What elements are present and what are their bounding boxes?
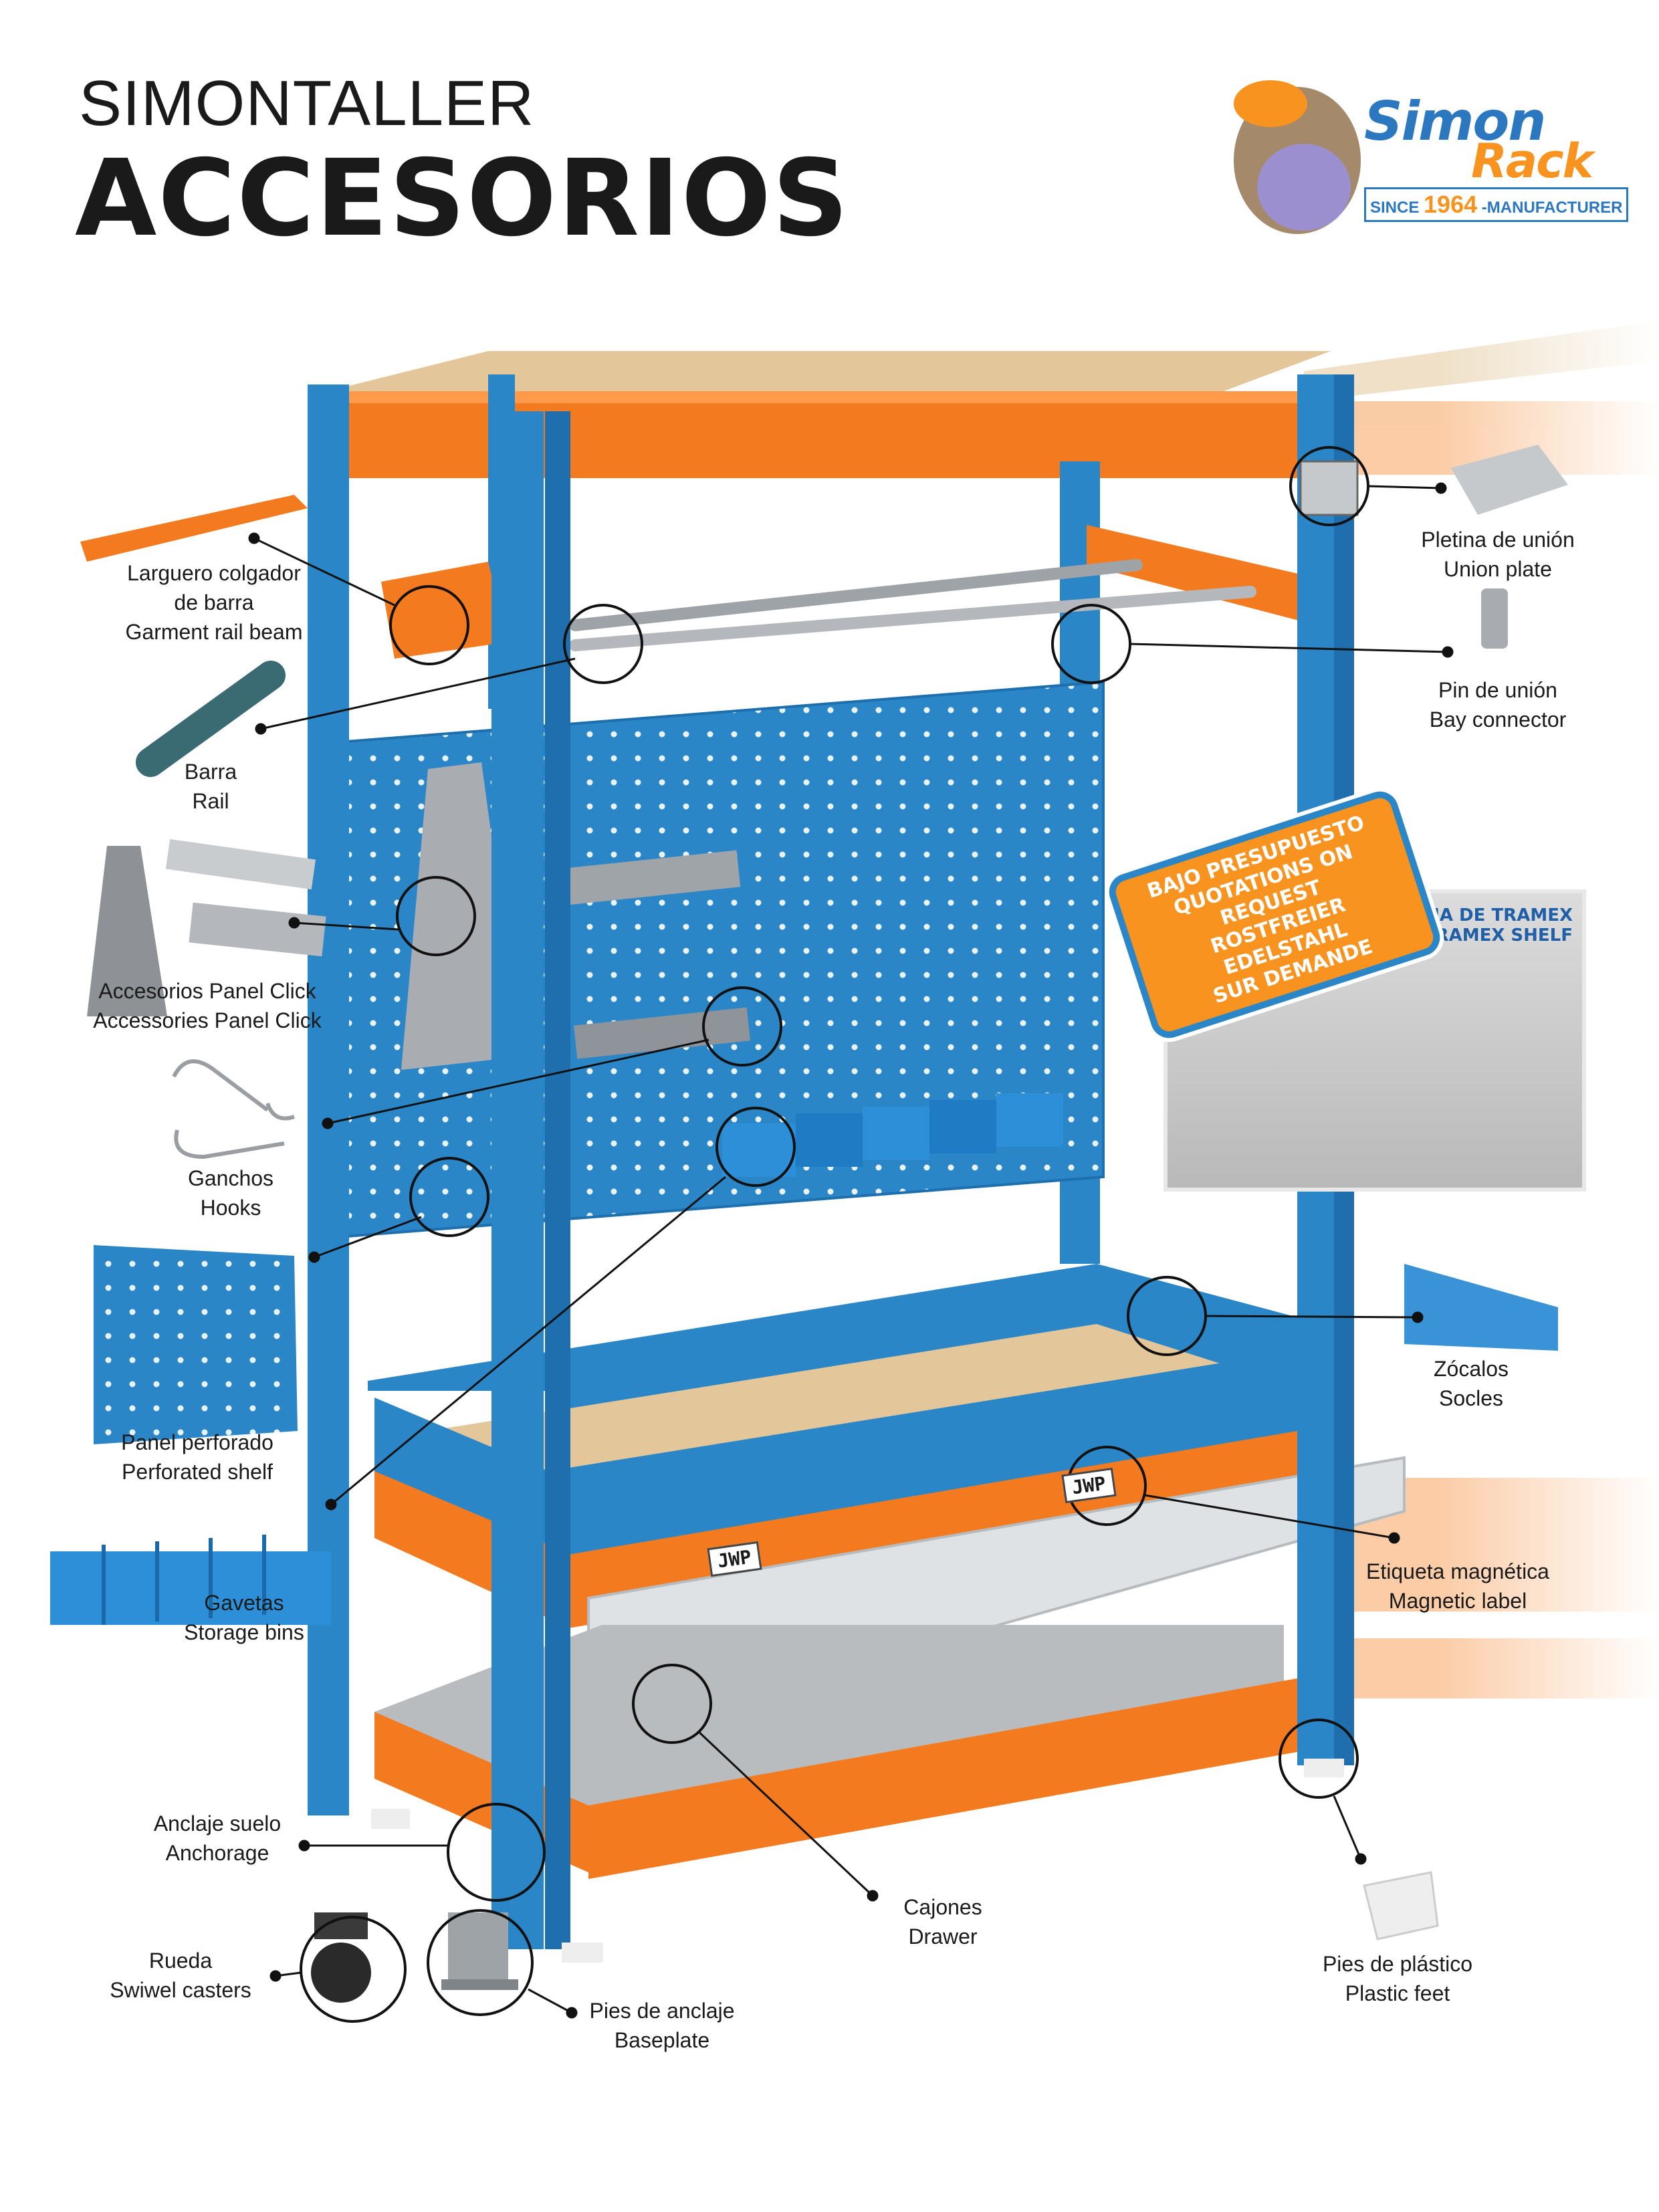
label-anchorage: Anclaje suelo Anchorage bbox=[130, 1809, 304, 1868]
socle-accessory bbox=[1404, 1264, 1558, 1351]
hooks-accessory bbox=[172, 1059, 295, 1159]
garment-beam-left bbox=[381, 562, 508, 659]
bay-connector-accessory bbox=[1481, 588, 1508, 649]
label-hooks: Ganchos Hooks bbox=[164, 1164, 298, 1222]
label-line-es: Panel perforado bbox=[121, 1430, 273, 1454]
label-baseplate: Pies de anclaje Baseplate bbox=[568, 1996, 756, 2055]
page-subtitle: SIMONTALLER bbox=[79, 68, 535, 139]
label-line-en: Swiwel casters bbox=[110, 1978, 251, 2002]
panel-click-accessories bbox=[87, 839, 326, 1016]
label-line-es: de barra bbox=[174, 590, 254, 615]
label-magnetic-label: Etiqueta magnética Magnetic label bbox=[1344, 1557, 1571, 1616]
socle-front bbox=[548, 1351, 1297, 1558]
label-line-en: Accessories Panel Click bbox=[93, 1008, 322, 1032]
garment-beam-accessory bbox=[80, 495, 308, 562]
label-storage-bins: Gavetas Storage bins bbox=[154, 1588, 334, 1647]
label-perforated-shelf: Panel perforado Perforated shelf bbox=[87, 1428, 308, 1486]
storage-bins-accessory bbox=[50, 1535, 331, 1625]
leader-lines bbox=[248, 482, 1454, 2019]
elephant-mascot bbox=[1234, 80, 1361, 234]
tool-rail-2 bbox=[574, 1007, 750, 1059]
bottom-shelf-board bbox=[374, 1625, 1284, 1805]
label-garment-rail-beam: Larguero colgador de barra Garment rail … bbox=[74, 558, 354, 647]
perforated-panel-accessory bbox=[94, 1245, 298, 1444]
label-line-es: Etiqueta magnética bbox=[1366, 1559, 1549, 1583]
label-line-en: Storage bins bbox=[184, 1620, 304, 1644]
label-line-es: Pies de anclaje bbox=[589, 1999, 735, 2023]
caster-accessory bbox=[311, 1912, 371, 2003]
label-line-en: Socles bbox=[1438, 1386, 1504, 1410]
label-line-es: Cajones bbox=[903, 1895, 982, 1919]
label-line-es: Barra bbox=[184, 760, 237, 784]
label-union-plate: Pletina de unión Union plate bbox=[1398, 525, 1598, 584]
logo-since-suffix: -MANUFACTURER bbox=[1481, 199, 1623, 217]
label-line-es: Ganchos bbox=[187, 1166, 274, 1190]
label-socles: Zócalos Socles bbox=[1404, 1354, 1538, 1413]
label-rail: Barra Rail bbox=[144, 757, 278, 816]
logo-since-prefix: SINCE bbox=[1370, 199, 1420, 217]
label-line-en: Anchorage bbox=[165, 1841, 269, 1865]
label-plastic-feet: Pies de plástico Plastic feet bbox=[1291, 1949, 1505, 2008]
label-line-es: Zócalos bbox=[1433, 1357, 1509, 1381]
label-line-en: Garment rail beam bbox=[125, 620, 303, 644]
tramex-line: TRAMEX SHELF bbox=[1423, 925, 1573, 946]
label-line-es: Pin de unión bbox=[1438, 678, 1557, 702]
label-line-en: Union plate bbox=[1444, 557, 1552, 581]
label-line-en: Magnetic label bbox=[1388, 1589, 1527, 1613]
label-line-es: Anclaje suelo bbox=[153, 1811, 282, 1836]
label-line-en: Baseplate bbox=[614, 2028, 710, 2052]
label-line-en: Bay connector bbox=[1429, 707, 1567, 732]
label-casters: Rueda Swiwel casters bbox=[87, 1946, 274, 2005]
rail-accessory bbox=[136, 661, 286, 777]
union-plate-accessory bbox=[1451, 445, 1568, 515]
tool-rail-1 bbox=[563, 850, 741, 905]
top-shelf-board bbox=[328, 351, 1331, 391]
label-line-en: Rail bbox=[192, 789, 229, 813]
pegboard-bins bbox=[722, 1093, 1063, 1177]
label-line-en: Perforated shelf bbox=[122, 1460, 273, 1484]
label-line-es: Larguero colgador bbox=[127, 561, 301, 585]
label-bay-connector: Pin de unión Bay connector bbox=[1404, 675, 1591, 734]
logo-since-year: 1964 bbox=[1424, 191, 1478, 218]
label-line-es: Pies de plástico bbox=[1322, 1952, 1473, 1976]
logo-word-rack: Rack bbox=[1471, 134, 1593, 189]
label-line-en: Plastic feet bbox=[1345, 1981, 1450, 2005]
rail-bar-1 bbox=[569, 559, 1143, 631]
plastic-foot-right bbox=[1304, 1759, 1344, 1777]
label-line-en: Hooks bbox=[200, 1196, 261, 1220]
union-plate-on-upright bbox=[1299, 460, 1359, 516]
plastic-feet-accessory bbox=[1363, 1871, 1439, 1941]
plastic-foot-left bbox=[371, 1809, 410, 1829]
label-line-es: Gavetas bbox=[204, 1591, 284, 1615]
logo-since: SINCE 1964 -MANUFACTURER bbox=[1364, 187, 1629, 222]
page-title: ACCESORIOS bbox=[75, 137, 850, 260]
bottom-beam-front bbox=[588, 1678, 1297, 1879]
label-drawer: Cajones Drawer bbox=[869, 1892, 1016, 1951]
label-line-en: Drawer bbox=[908, 1924, 978, 1949]
top-front-beam bbox=[328, 391, 1304, 478]
label-line-es: Accesorios Panel Click bbox=[98, 979, 316, 1003]
logo-word-simon: Simon bbox=[1364, 90, 1546, 152]
rail-bar-2 bbox=[569, 586, 1256, 651]
plastic-foot-center bbox=[562, 1943, 603, 1963]
label-line-es: Pletina de unión bbox=[1421, 528, 1575, 552]
label-line-es: Rueda bbox=[148, 1949, 213, 1973]
front-upright-center bbox=[491, 411, 544, 1949]
label-panel-click: Accesorios Panel Click Accessories Panel… bbox=[60, 976, 354, 1035]
baseplate-accessory bbox=[441, 1912, 518, 1990]
